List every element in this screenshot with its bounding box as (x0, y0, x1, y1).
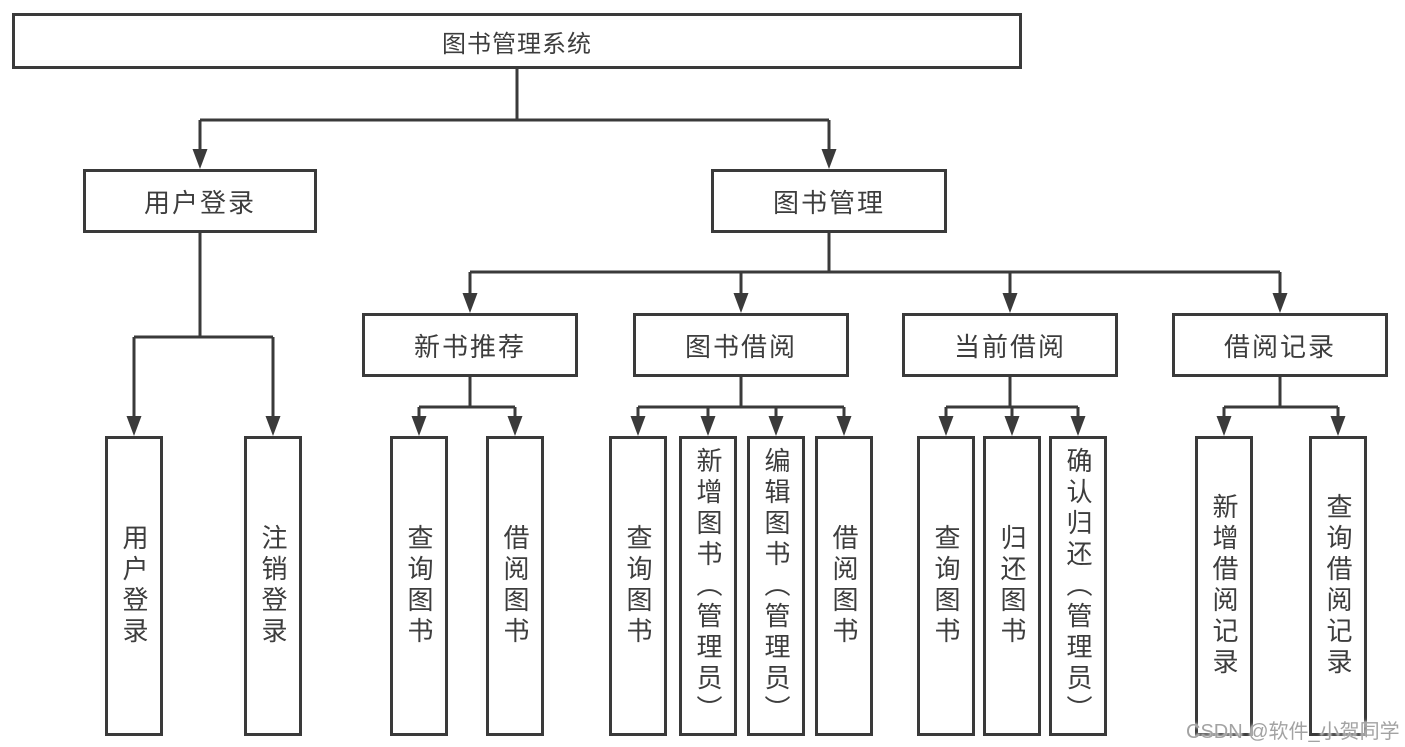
leaf-add-borrow-record: 新增借阅记录 (1195, 436, 1253, 736)
node-book-management: 图书管理 (711, 169, 947, 233)
node-label: 借阅图书 (500, 524, 530, 648)
leaf-user-login: 用户登录 (105, 436, 163, 736)
node-label: 图书管理系统 (442, 30, 592, 58)
leaf-logout: 注销登录 (244, 436, 302, 736)
connector-book-borrowing-group (636, 377, 846, 419)
arrow-icon (1272, 293, 1288, 313)
node-label: 编辑图书（管理员） (761, 446, 791, 726)
node-label: 借阅记录 (1223, 331, 1336, 362)
arrow-icon (733, 293, 749, 313)
node-label: 当前借阅 (953, 331, 1066, 362)
leaf-search-books-recommend: 查询图书 (390, 436, 448, 736)
connector-new-book-group (417, 377, 517, 419)
arrow-icon (1216, 416, 1232, 436)
node-label: 图书管理 (772, 187, 885, 218)
connector-borrow-records-group (1222, 377, 1340, 419)
leaf-search-borrow-record: 查询借阅记录 (1309, 436, 1367, 736)
connector-root-to-branches (198, 69, 831, 152)
arrow-icon (630, 416, 646, 436)
arrow-icon (836, 416, 852, 436)
node-label: 新增借阅记录 (1209, 493, 1239, 679)
leaf-add-book-admin: 新增图书（管理员） (679, 436, 737, 736)
leaf-confirm-return-admin: 确认归还（管理员） (1049, 436, 1107, 736)
arrow-icon (1070, 416, 1086, 436)
arrow-icon (1330, 416, 1346, 436)
leaf-borrow-books-borrowing: 借阅图书 (815, 436, 873, 736)
arrow-icon (938, 416, 954, 436)
leaf-search-books-borrowing: 查询图书 (609, 436, 667, 736)
arrowheads (126, 149, 1346, 436)
node-book-borrowing: 图书借阅 (633, 313, 849, 377)
node-label: 注销登录 (258, 524, 288, 648)
arrow-icon (1004, 416, 1020, 436)
node-label: 新书推荐 (413, 331, 526, 362)
connector-current-borrowing-group (944, 377, 1080, 419)
node-label: 查询借阅记录 (1323, 493, 1353, 679)
arrow-icon (700, 416, 716, 436)
node-label: 用户登录 (143, 187, 256, 218)
arrow-icon (768, 416, 784, 436)
arrow-icon (1002, 293, 1018, 313)
arrow-icon (192, 149, 208, 169)
node-user-login: 用户登录 (83, 169, 317, 233)
node-library-management-system: 图书管理系统 (12, 13, 1022, 69)
leaf-borrow-books-recommend: 借阅图书 (486, 436, 544, 736)
node-label: 归还图书 (997, 524, 1027, 648)
leaf-edit-book-admin: 编辑图书（管理员） (747, 436, 805, 736)
node-label: 确认归还（管理员） (1063, 446, 1093, 726)
node-label: 新增图书（管理员） (693, 446, 723, 726)
node-current-borrowing: 当前借阅 (902, 313, 1118, 377)
node-new-book-recommendation: 新书推荐 (362, 313, 578, 377)
node-label: 用户登录 (119, 524, 149, 648)
node-label: 查询图书 (404, 524, 434, 648)
connector-book-management-group (468, 233, 1282, 296)
arrow-icon (265, 416, 281, 436)
arrow-icon (411, 416, 427, 436)
arrow-icon (126, 416, 142, 436)
leaf-search-books-current: 查询图书 (917, 436, 975, 736)
arrow-icon (462, 293, 478, 313)
node-label: 查询图书 (931, 524, 961, 648)
node-label: 图书借阅 (684, 331, 797, 362)
csdn-watermark: CSDN @软件_小贺同学 (1186, 721, 1400, 743)
connector-user-login-group (132, 233, 275, 419)
arrow-icon (507, 416, 523, 436)
node-label: 查询图书 (623, 524, 653, 648)
leaf-return-books: 归还图书 (983, 436, 1041, 736)
node-label: 借阅图书 (829, 524, 859, 648)
node-borrowing-records: 借阅记录 (1172, 313, 1388, 377)
arrow-icon (821, 149, 837, 169)
